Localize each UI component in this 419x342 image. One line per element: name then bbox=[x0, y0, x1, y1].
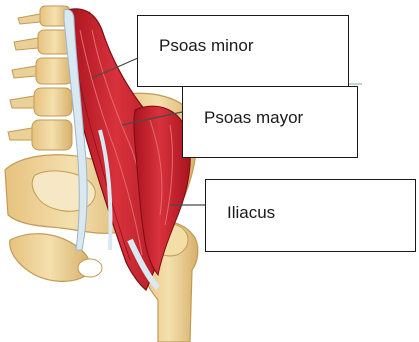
label-iliacus: Iliacus bbox=[227, 204, 275, 221]
label-box-psoas-minor: Psoas minor bbox=[137, 15, 349, 87]
label-psoas-minor: Psoas minor bbox=[159, 37, 253, 54]
label-box-iliacus: Iliacus bbox=[205, 179, 416, 252]
label-psoas-mayor: Psoas mayor bbox=[204, 109, 303, 126]
label-box-psoas-mayor: Psoas mayor bbox=[182, 86, 358, 158]
